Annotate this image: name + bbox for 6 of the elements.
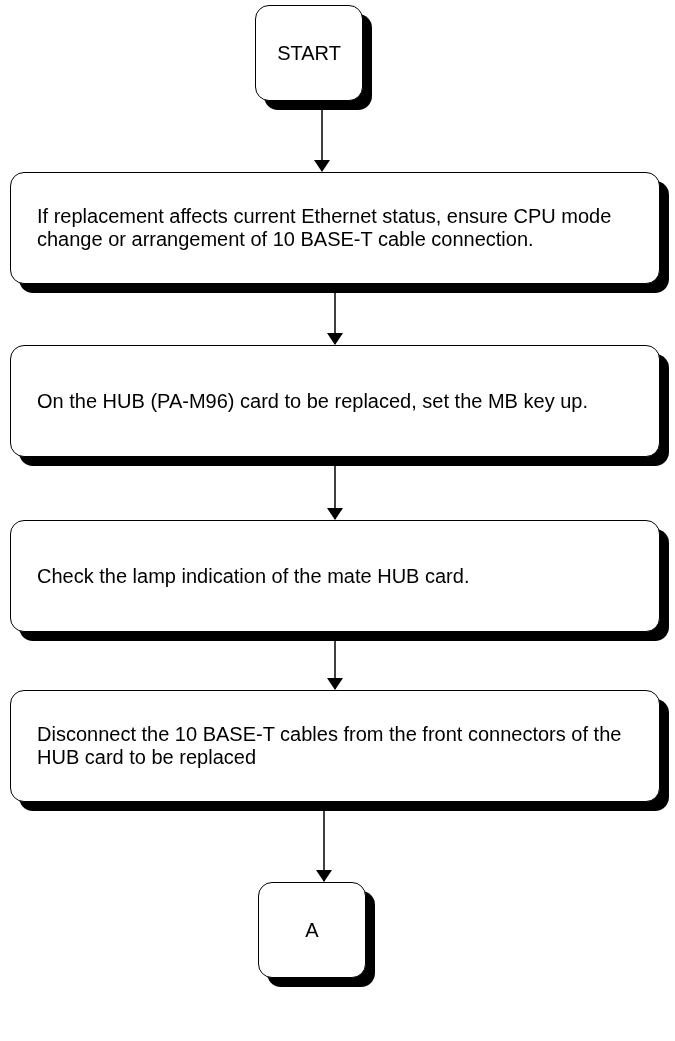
step-text: On the HUB (PA-M96) card to be replaced, set the MB key up. [37,389,588,413]
step-text: A [305,918,319,942]
step-text: Disconnect the 10 BASE-T cables from the front connectors of the HUB card to be replaced [37,723,623,769]
step-text: START [277,41,341,65]
step-text: If replacement affects current Ethernet status, ensure CPU mode change or arrangement of 10 BASE-T cable connection. [37,205,613,251]
step-text: Check the lamp indication of the mate HUB card. [37,564,470,588]
